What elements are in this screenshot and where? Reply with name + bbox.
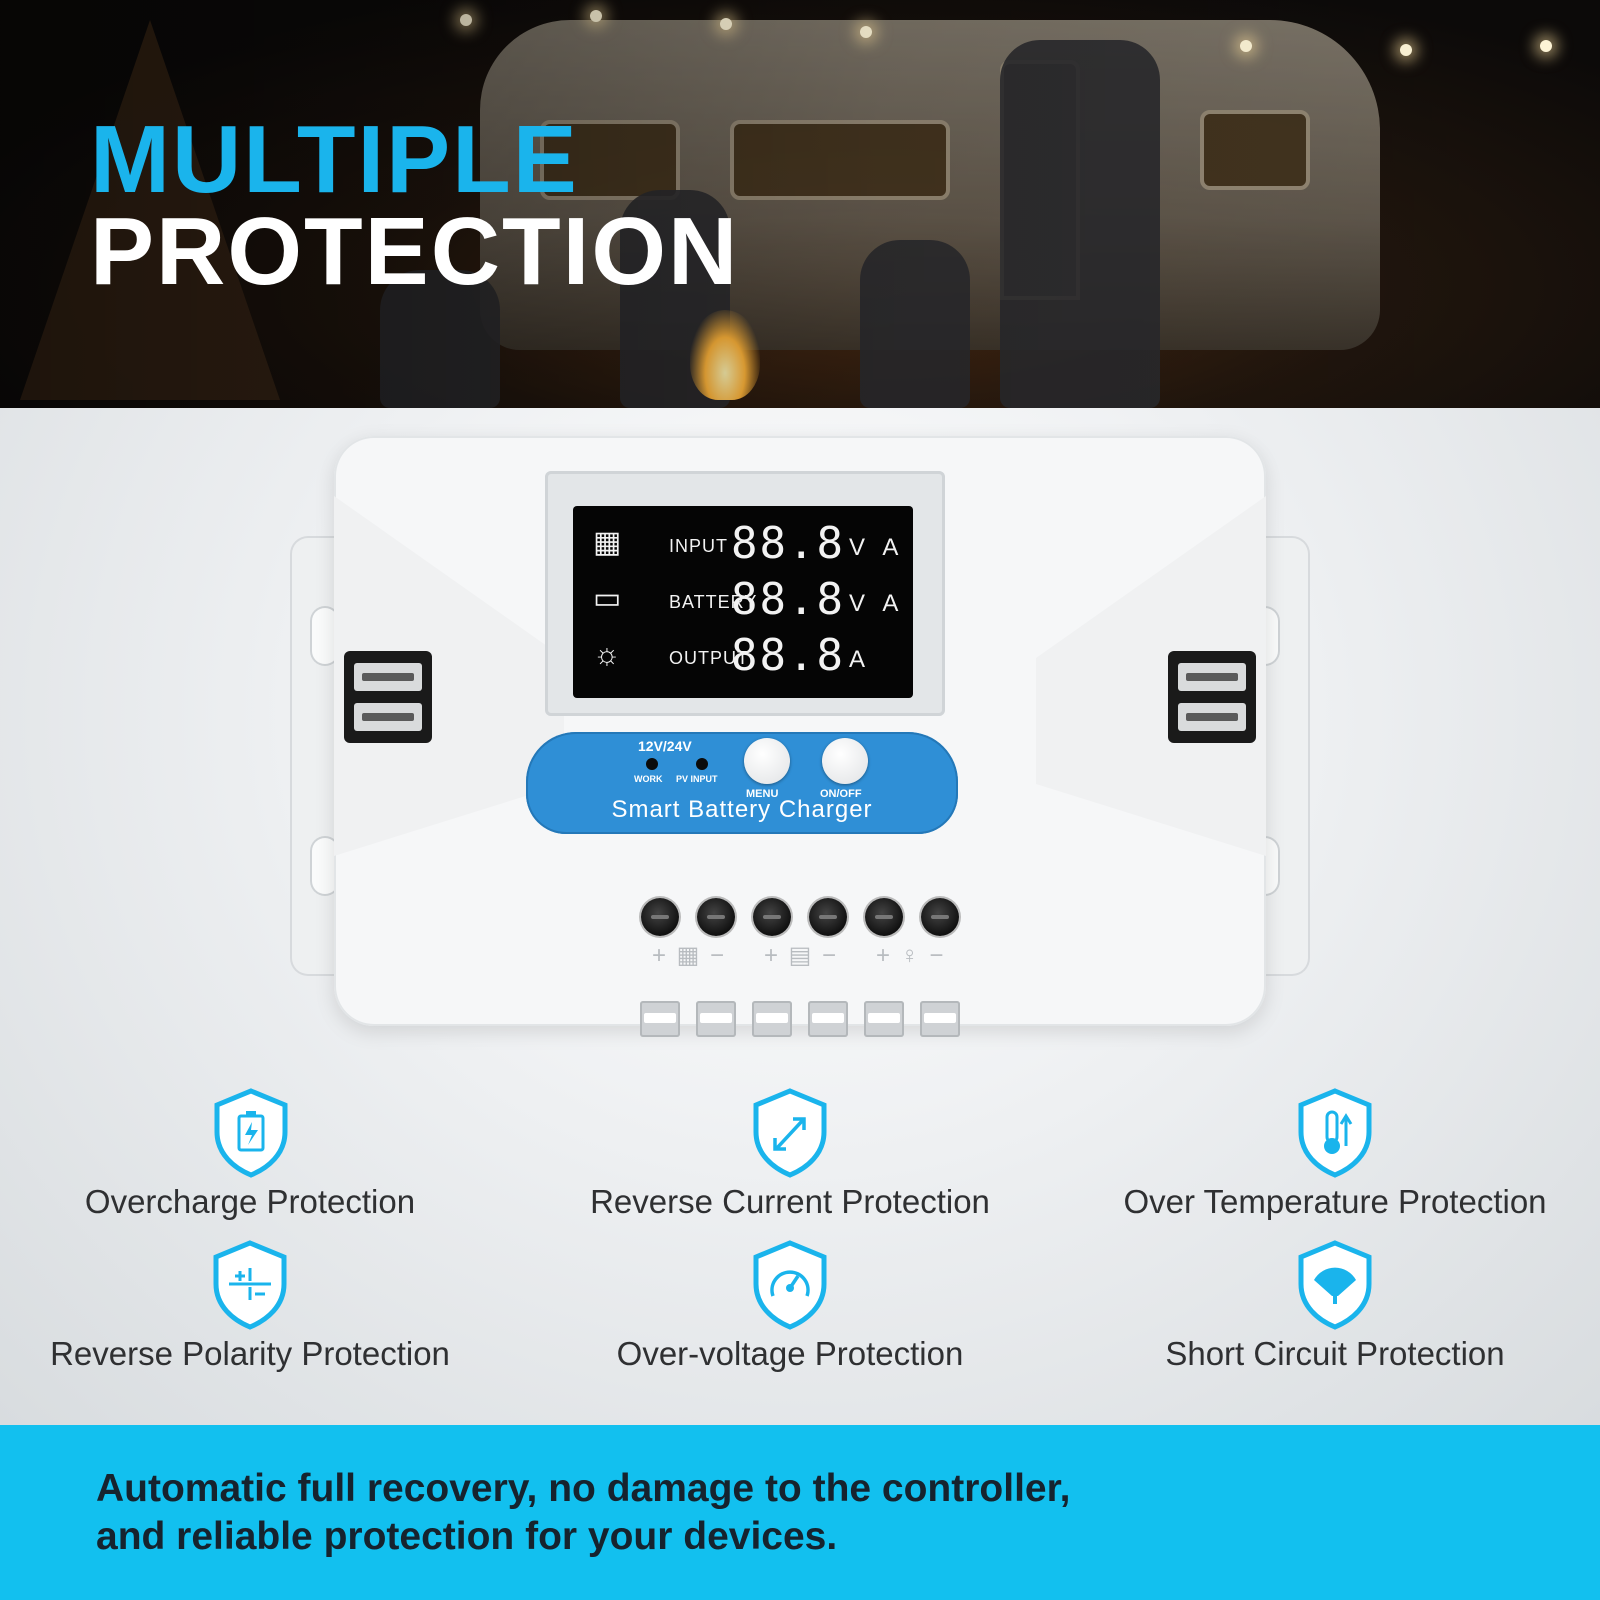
voltage-mode-label: 12V/24V bbox=[638, 738, 692, 754]
terminal-screw[interactable] bbox=[921, 898, 959, 936]
menu-label: MENU bbox=[746, 788, 779, 800]
product-section: ▦ INPUT 88.8 V A ▭ BATTERY 88.8 V A ☼ OU… bbox=[0, 408, 1600, 1425]
arrows-shield-icon bbox=[753, 1088, 827, 1178]
pv-input-indicator-led bbox=[696, 758, 708, 770]
hero-banner: MULTIPLE PROTECTION bbox=[0, 0, 1600, 408]
battery-icon: ▭ bbox=[593, 582, 622, 615]
feature-label: Overcharge Protection bbox=[84, 1183, 416, 1220]
terminal-screw[interactable] bbox=[753, 898, 791, 936]
headline-line-2: PROTECTION bbox=[90, 198, 740, 305]
footer-note: Automatic full recovery, no damage to th… bbox=[96, 1465, 1396, 1561]
battery-terminal-label: + ▤ − bbox=[764, 942, 839, 969]
control-panel: 12V/24V WORK PV INPUT MENU ON/OFF Smart … bbox=[526, 732, 958, 834]
lightbulb-icon: ☼ bbox=[593, 638, 621, 671]
footer-band: Automatic full recovery, no damage to th… bbox=[0, 1425, 1600, 1600]
feature-short-circuit: Short Circuit Protection bbox=[1100, 1240, 1570, 1372]
lcd-row-input: ▦ INPUT 88.8 V A bbox=[573, 520, 913, 570]
lcd-value: 88.8 bbox=[731, 630, 845, 681]
lcd-row-output: ☼ OUTPUT 88.8 A bbox=[573, 632, 913, 682]
wire-slot[interactable] bbox=[696, 1001, 736, 1037]
polarity-shield-icon bbox=[213, 1240, 287, 1330]
solar-panel-icon: ▦ bbox=[593, 526, 622, 559]
headline-line-1: MULTIPLE bbox=[90, 106, 579, 213]
wire-slot[interactable] bbox=[752, 1001, 792, 1037]
lcd-label: BATTERY bbox=[669, 592, 758, 612]
terminal-screw[interactable] bbox=[697, 898, 735, 936]
work-indicator-led bbox=[646, 758, 658, 770]
lcd-row-battery: ▭ BATTERY 88.8 V A bbox=[573, 576, 913, 626]
work-label: WORK bbox=[634, 774, 663, 784]
gauge-shield-icon bbox=[753, 1240, 827, 1330]
lcd-display: ▦ INPUT 88.8 V A ▭ BATTERY 88.8 V A ☼ OU… bbox=[573, 506, 913, 698]
solar-terminal-label: + ▦ − bbox=[652, 942, 727, 969]
wire-slot[interactable] bbox=[864, 1001, 904, 1037]
terminal-screw[interactable] bbox=[865, 898, 903, 936]
feature-label: Short Circuit Protection bbox=[1165, 1335, 1505, 1372]
fan-shield-icon bbox=[1298, 1240, 1372, 1330]
lcd-value: 88.8 bbox=[731, 518, 845, 569]
pv-input-label: PV INPUT bbox=[676, 774, 718, 784]
lcd-unit: V A bbox=[849, 590, 905, 617]
terminal-screw[interactable] bbox=[809, 898, 847, 936]
onoff-label: ON/OFF bbox=[820, 788, 862, 800]
thermometer-shield-icon bbox=[1298, 1088, 1372, 1178]
feature-reverse-current: Reverse Current Protection bbox=[555, 1088, 1025, 1220]
feature-label: Reverse Polarity Protection bbox=[50, 1335, 450, 1372]
footer-line-1: Automatic full recovery, no damage to th… bbox=[96, 1467, 1071, 1510]
usb-ports-left[interactable] bbox=[344, 651, 432, 743]
power-button[interactable] bbox=[822, 738, 868, 784]
person-seated-left bbox=[380, 270, 500, 408]
wire-slot[interactable] bbox=[920, 1001, 960, 1037]
lcd-unit: V A bbox=[849, 534, 905, 561]
charge-controller: ▦ INPUT 88.8 V A ▭ BATTERY 88.8 V A ☼ OU… bbox=[290, 436, 1310, 1046]
terminal-screw[interactable] bbox=[641, 898, 679, 936]
load-terminal-label: + ♀ − bbox=[876, 942, 946, 969]
campfire bbox=[690, 310, 760, 400]
feature-overcharge: Overcharge Protection bbox=[30, 1088, 470, 1220]
wire-slot[interactable] bbox=[640, 1001, 680, 1037]
feature-reverse-polarity: Reverse Polarity Protection bbox=[20, 1240, 480, 1372]
person-seated-right bbox=[860, 240, 970, 408]
lcd-value: 88.8 bbox=[731, 574, 845, 625]
brand-label: Smart Battery Charger bbox=[611, 796, 873, 823]
battery-shield-icon bbox=[214, 1088, 288, 1178]
feature-label: Reverse Current Protection bbox=[590, 1183, 990, 1220]
lcd-unit: A bbox=[849, 646, 872, 673]
feature-over-voltage: Over-voltage Protection bbox=[555, 1240, 1025, 1372]
lcd-label: INPUT bbox=[669, 536, 728, 556]
menu-button[interactable] bbox=[744, 738, 790, 784]
tent-frame bbox=[20, 20, 280, 400]
footer-line-2: and reliable protection for your devices… bbox=[96, 1515, 838, 1558]
wire-slot[interactable] bbox=[808, 1001, 848, 1037]
lcd-label: OUTPUT bbox=[669, 648, 749, 668]
usb-ports-right[interactable] bbox=[1168, 651, 1256, 743]
feature-over-temperature: Over Temperature Protection bbox=[1100, 1088, 1570, 1220]
person-guitarist bbox=[1000, 40, 1160, 408]
feature-label: Over-voltage Protection bbox=[616, 1335, 964, 1372]
feature-label: Over Temperature Protection bbox=[1123, 1183, 1547, 1220]
